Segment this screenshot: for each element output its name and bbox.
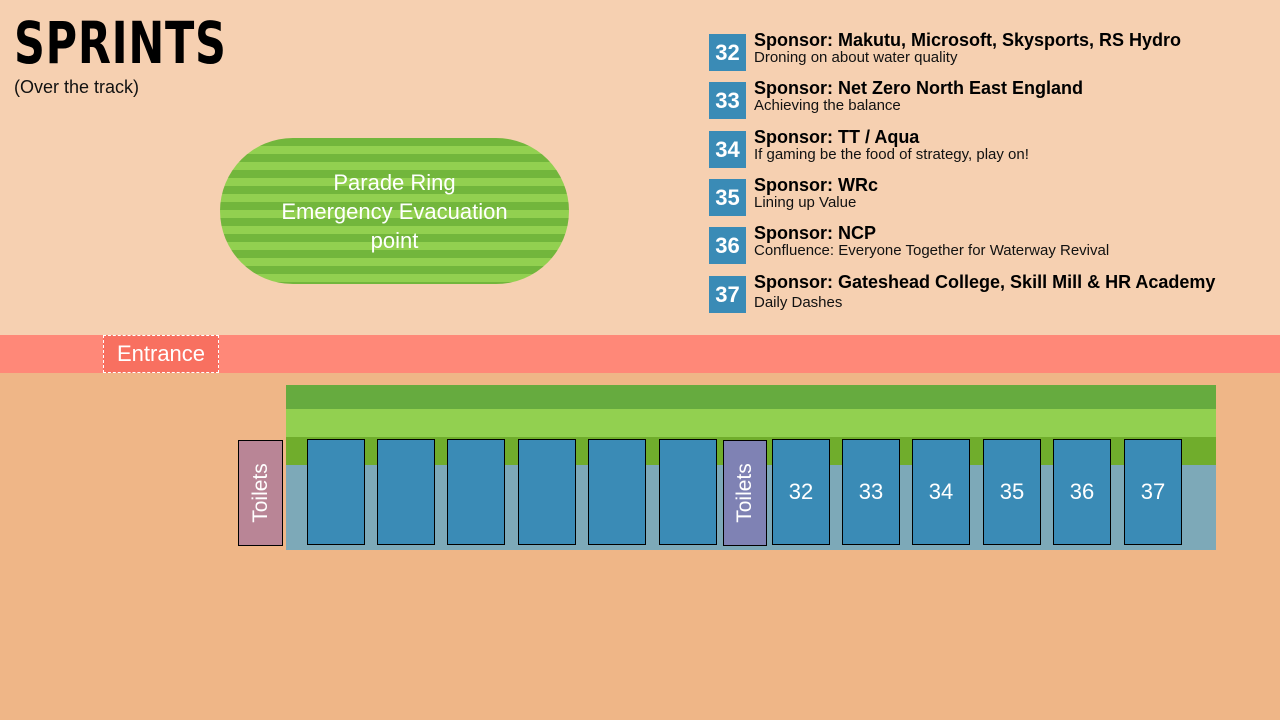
booth[interactable]	[659, 439, 717, 545]
sponsor-description: If gaming be the food of strategy, play …	[754, 146, 1029, 163]
sponsor-description: Lining up Value	[754, 194, 857, 211]
booth[interactable]	[447, 439, 505, 545]
parade-ring-line: point	[370, 227, 419, 253]
sponsor-name: Sponsor: TT / Aqua	[754, 127, 920, 147]
booth-33[interactable]: 33	[842, 439, 900, 545]
sponsor-description: Daily Dashes	[754, 294, 843, 311]
booth[interactable]	[518, 439, 576, 545]
sponsor-description: Droning on about water quality	[754, 49, 958, 66]
parade-ring-line: Parade Ring	[333, 169, 456, 195]
page-subtitle: (Over the track)	[14, 77, 140, 97]
sponsor-name: Sponsor: WRc	[754, 175, 878, 195]
sponsor-number-badge: 32	[709, 34, 746, 71]
header-area	[0, 0, 1280, 335]
booth-34[interactable]: 34	[912, 439, 970, 545]
page-title: SPRINTS	[14, 9, 227, 77]
booth-37[interactable]: 37	[1124, 439, 1182, 545]
parade-ring-line: Emergency Evacuation	[281, 198, 508, 224]
sponsor-description: Confluence: Everyone Together for Waterw…	[754, 242, 1110, 259]
sponsor-number-badge: 37	[709, 276, 746, 313]
sponsor-name: Sponsor: Net Zero North East England	[754, 78, 1084, 98]
toilets-block[interactable]: Toilets	[238, 440, 283, 546]
booth[interactable]	[377, 439, 435, 545]
track-grass-band	[286, 409, 1216, 437]
booth-36[interactable]: 36	[1053, 439, 1111, 545]
sponsor-number-badge: 33	[709, 82, 746, 119]
toilets-block[interactable]: Toilets	[723, 440, 767, 546]
booth[interactable]	[588, 439, 646, 545]
sponsor-number-badge: 36	[709, 227, 746, 264]
toilets-label: Toilets	[248, 463, 272, 523]
entrance-marker[interactable]: Entrance	[103, 335, 219, 373]
sponsor-name: Sponsor: Makutu, Microsoft, Skysports, R…	[754, 30, 1182, 50]
sponsor-name: Sponsor: Gateshead College, Skill Mill &…	[754, 272, 1216, 292]
sponsor-description: Achieving the balance	[754, 97, 901, 114]
sponsor-number-badge: 34	[709, 131, 746, 168]
parade-ring-label: Parade Ring Emergency Evacuation point	[220, 138, 569, 284]
booth[interactable]	[307, 439, 365, 545]
booth-35[interactable]: 35	[983, 439, 1041, 545]
booth-32[interactable]: 32	[772, 439, 830, 545]
sponsor-number-badge: 35	[709, 179, 746, 216]
sponsor-name: Sponsor: NCP	[754, 223, 877, 243]
parade-ring: Parade Ring Emergency Evacuation point	[220, 138, 569, 284]
toilets-label: Toilets	[733, 463, 756, 523]
track-grass-band	[286, 385, 1216, 409]
